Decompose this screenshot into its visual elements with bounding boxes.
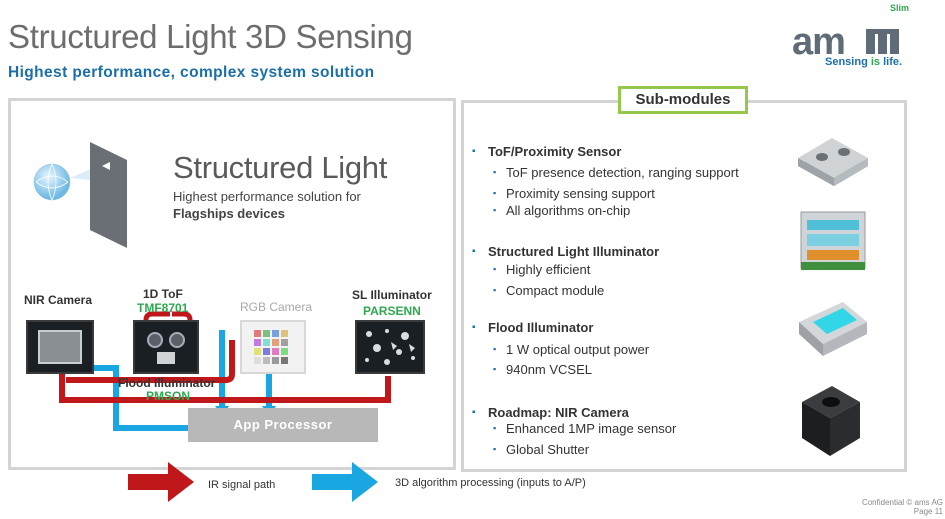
ir-path-arrow [128,462,194,502]
legend-ir-label: IR signal path [208,479,276,491]
footer: Confidential © ams AG Page 11 [862,498,943,516]
flood-illuminator-label: Flood Illuminator [118,376,216,390]
tof-part-number: TMF8701 [137,301,189,315]
tof-sensor-module [133,320,199,374]
confidential-notice: Confidential © ams AG [861,498,943,507]
desc-line-2: Flagships devices [173,206,285,221]
svg-text:am: am [792,21,845,63]
rgb-camera-module [240,320,306,374]
section-flood-item: 1 W optical output power [493,342,649,357]
structured-light-desc: Highest performance solution for Flagshi… [173,188,361,222]
tof-lens-left [147,332,163,348]
section-roadmap-item: Global Shutter [493,442,589,457]
nir-camera-label: NIR Camera [24,293,93,307]
flood-part-number: PMSON [146,389,191,403]
tof-lens-right [169,332,185,348]
sl-illuminator-label: SL Illuminator [352,288,432,302]
flood-emitter [157,352,175,364]
slide-title: Structured Light 3D Sensing [8,18,413,55]
section-flood-item: 940nm VCSEL [493,362,592,377]
section-flood-title: Flood Illuminator [472,320,594,335]
section-tof-item: Proximity sensing support [493,186,655,201]
ams-logo: am Sensing is life. [792,20,904,72]
section-tof-item: All algorithms on-chip [493,203,630,218]
nir-camera-module [26,320,94,374]
flood-ir-path [66,340,235,383]
tof-module-image [796,128,870,190]
slide-subtitle: Highest performance, complex system solu… [8,64,375,81]
desc-line-1: Highest performance solution for [173,189,361,204]
phone-projection-illustration [32,140,132,250]
rgb-camera-label: RGB Camera [240,300,313,314]
section-roadmap-title: Roadmap: NIR Camera [472,405,629,420]
tof-label: 1D ToF [143,287,183,301]
nir-sensor [38,330,82,364]
section-tof-item: ToF presence detection, ranging support [493,165,739,180]
algo-path-arrow [312,462,378,502]
sl-part-number: PARSENN [363,304,421,318]
structured-light-heading: Structured Light [173,150,388,185]
sl-illuminator-module [355,320,425,374]
page-number: Page 11 [913,507,943,516]
logo-tagline-suffix: life. [880,56,903,68]
section-tof-title: ToF/Proximity Sensor [472,144,621,159]
sl-illuminator-image [797,208,869,274]
logo-tagline-prefix: Sensing [825,56,871,68]
section-sl-item: Compact module [493,283,604,298]
section-roadmap-item: Enhanced 1MP image sensor [493,421,676,436]
logo-tagline-mid: is [870,56,881,68]
sub-modules-badge: Sub-modules [618,86,748,114]
app-processor-block: App Processor [188,408,378,442]
nir-camera-image [798,380,864,458]
section-sl-item: Highly efficient [493,262,590,277]
legend-algo-label: 3D algorithm processing (inputs to A/P) [395,477,586,489]
flood-illuminator-image [797,300,869,358]
section-sl-title: Structured Light Illuminator [472,244,659,259]
slim-tag: Slim [890,3,910,13]
